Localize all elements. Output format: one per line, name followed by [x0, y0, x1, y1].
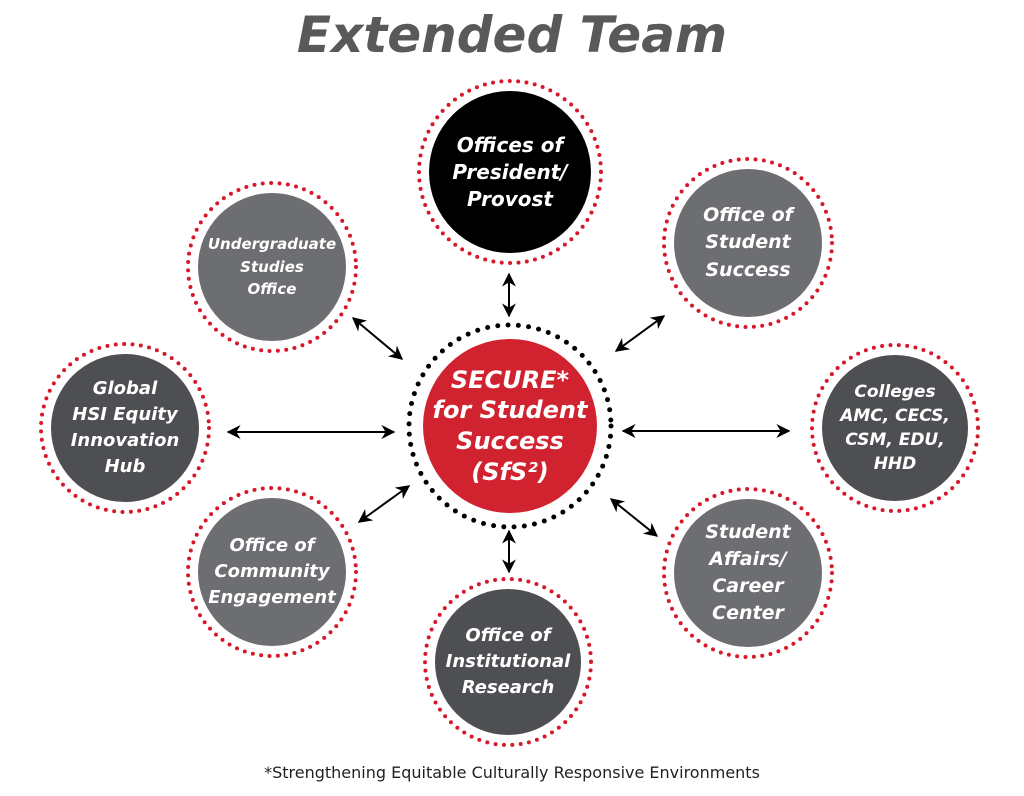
node-line: HHD — [873, 454, 917, 475]
node-line: Center — [712, 601, 784, 624]
label-student-affairs: Student Affairs/ Career Center — [678, 503, 818, 643]
node-line: CSM, EDU, — [845, 430, 945, 450]
node-line: HSI Equity — [72, 403, 178, 425]
node-line: Office of — [465, 624, 551, 646]
label-student-success: Office of Student Success — [678, 173, 818, 313]
node-line: Studies — [240, 257, 304, 276]
node-line: Success — [705, 258, 791, 281]
node-line: Innovation — [70, 430, 180, 451]
node-colleges — [810, 343, 980, 513]
connector-arrows — [226, 272, 791, 574]
arrow-to-student-affairs — [609, 498, 659, 537]
label-undergraduate-studies: Undergraduate Studies Office — [198, 197, 346, 337]
footnote: *Strengthening Equitable Culturally Resp… — [264, 763, 760, 782]
node-community-engagement — [186, 486, 358, 658]
node-student-success — [662, 157, 834, 329]
node-line: Affairs/ — [709, 548, 787, 571]
node-line: President/ — [452, 159, 568, 184]
node-institutional-research — [423, 577, 593, 747]
node-line: Office of — [703, 203, 793, 226]
label-community-engagement: Office of Community Engagement — [200, 502, 344, 642]
center-label: SECURE* for Student Success (SfS²) — [425, 341, 595, 511]
arrow-to-community-engagement — [357, 485, 411, 523]
node-line: Engagement — [208, 587, 336, 609]
center-fill — [423, 339, 597, 513]
arrow-to-student-success — [614, 315, 666, 352]
node-line: Research — [461, 677, 555, 699]
node-line: Institutional — [445, 650, 571, 672]
label-colleges: Colleges AMC, CECS, CSM, EDU, HHD — [825, 358, 965, 498]
node-line: Colleges — [854, 381, 936, 402]
label-institutional-research: Office of Institutional Research — [436, 592, 580, 732]
arrow-to-undergraduate-studies — [351, 317, 404, 360]
center-line: Success — [456, 427, 564, 455]
node-line: Offices of — [456, 132, 564, 157]
node-line: AMC, CECS, — [840, 405, 950, 426]
node-line: Provost — [467, 186, 553, 211]
node-student-affairs — [662, 487, 834, 659]
label-global-hsi: Global HSI Equity Innovation Hub — [55, 358, 195, 498]
label-president-provost: Offices of President/ Provost — [430, 92, 590, 252]
node-line: Global — [92, 377, 158, 399]
center-line: (SfS²) — [471, 457, 549, 486]
node-line: Office of — [229, 534, 315, 556]
center-dotted-ring — [406, 322, 614, 530]
node-line: Hub — [104, 456, 146, 478]
node-line: Student — [705, 231, 791, 254]
node-line: Career — [712, 575, 784, 597]
node-line: Undergraduate — [207, 235, 337, 254]
center-node — [406, 322, 614, 530]
node-president-provost — [417, 79, 603, 265]
node-global-hsi — [39, 342, 211, 514]
node-undergraduate-studies — [186, 181, 358, 353]
center-line: SECURE* — [450, 365, 570, 394]
diagram-title: Extended Team — [296, 6, 728, 64]
node-line: Student — [705, 521, 791, 544]
center-line: for Student — [432, 396, 588, 425]
node-line: Office — [247, 280, 297, 299]
node-line: Community — [214, 560, 330, 582]
